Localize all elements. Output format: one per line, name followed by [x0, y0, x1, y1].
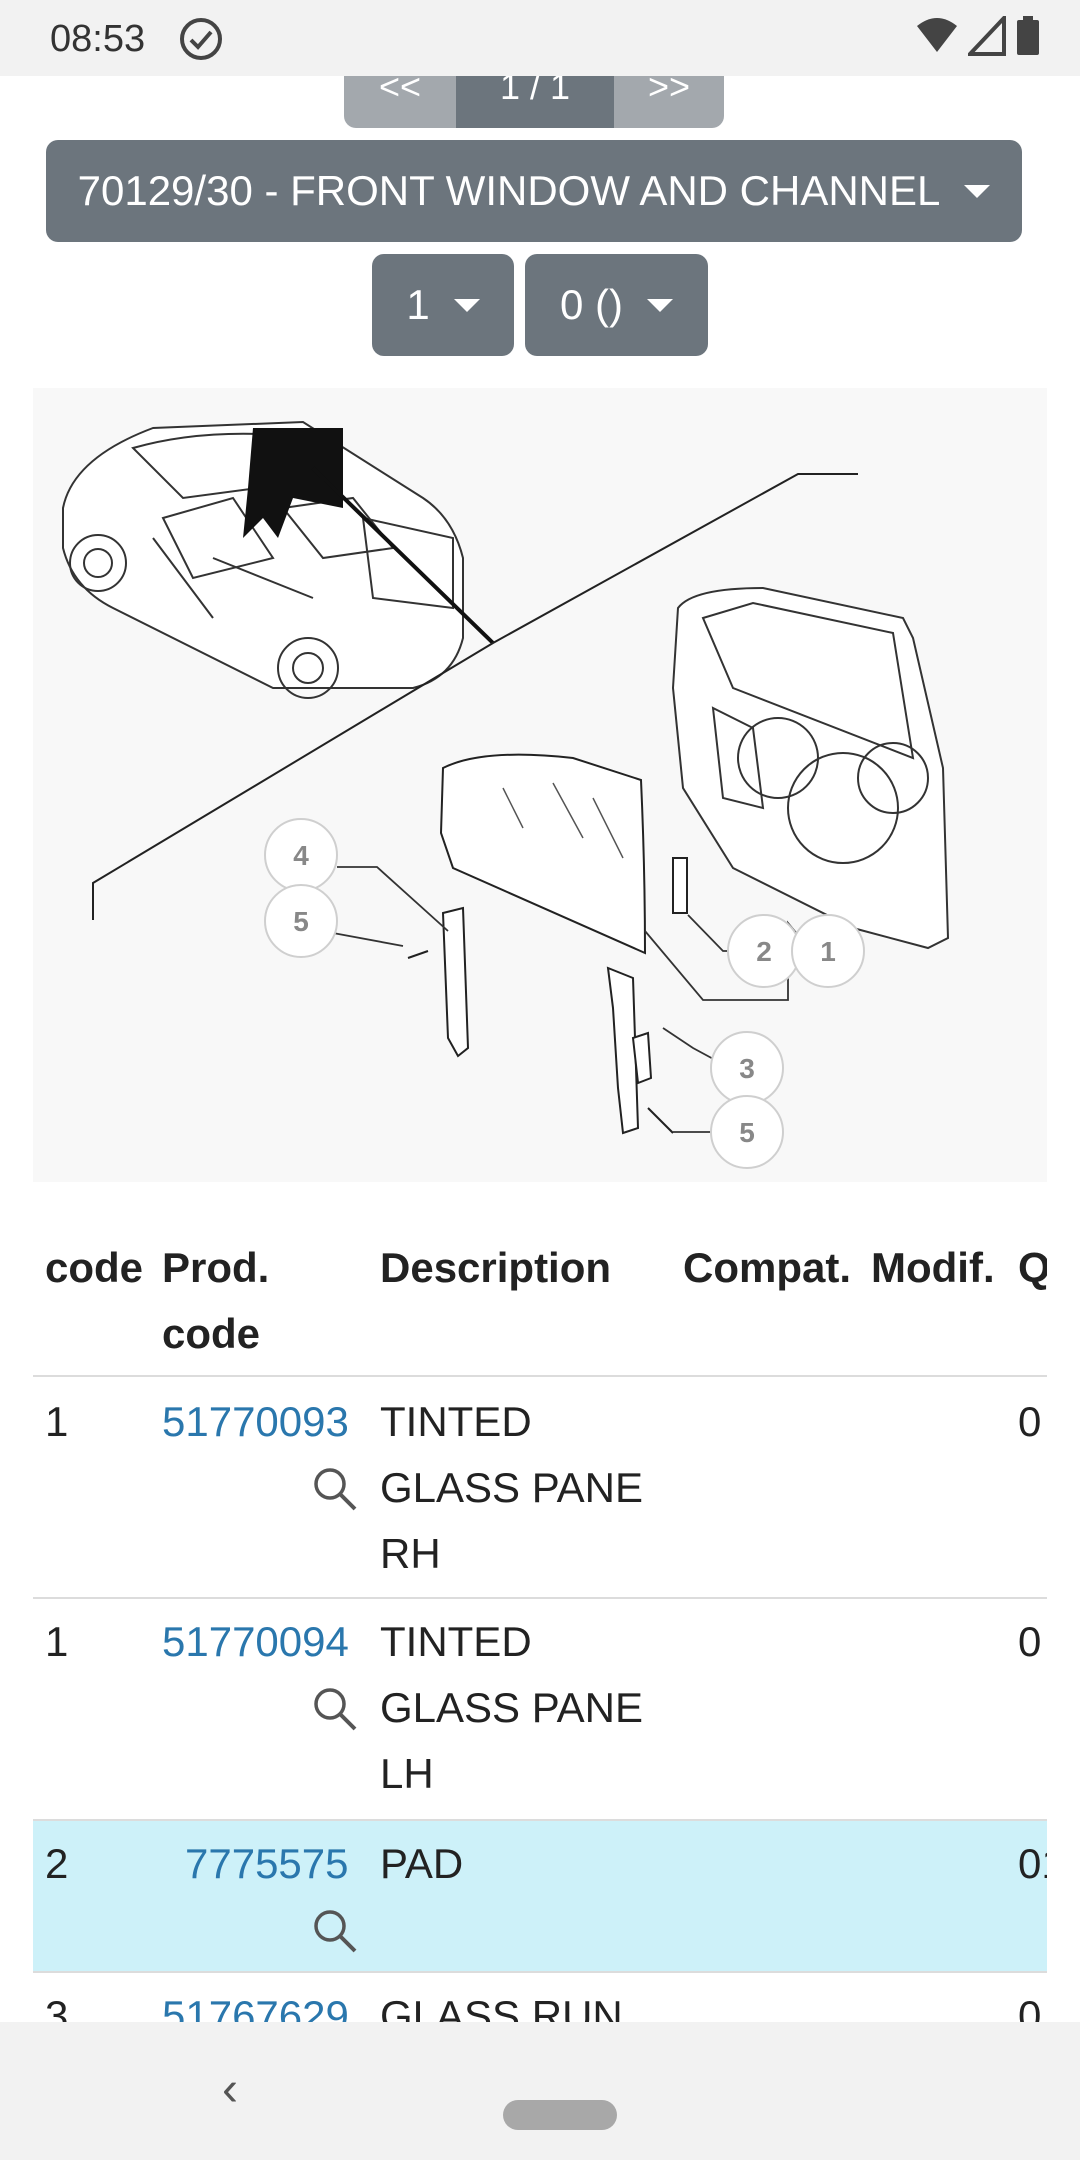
section-dropdown[interactable]: 70129/30 - FRONT WINDOW AND CHANNEL: [46, 140, 1022, 242]
prod-code-link[interactable]: 51767629: [162, 1992, 349, 2025]
section-dropdown-label: 70129/30 - FRONT WINDOW AND CHANNEL: [77, 167, 941, 214]
table-row[interactable]: 1 51770094 TINTED GLASS PANE LH 0: [33, 1597, 1047, 1817]
svg-text:5: 5: [293, 906, 309, 937]
svg-text:2: 2: [756, 936, 772, 967]
col-modif[interactable]: Modif.: [871, 1244, 995, 1291]
row-description: TINTED: [380, 1618, 532, 1665]
search-icon[interactable]: [311, 1907, 359, 1960]
back-chevron-icon[interactable]: ‹: [222, 2063, 238, 2116]
row-description: TINTED: [380, 1398, 532, 1445]
wifi-icon: [916, 16, 958, 61]
callout-5[interactable]: 5: [264, 884, 338, 958]
callout-3[interactable]: 3: [710, 1031, 784, 1105]
check-circle-icon: [178, 16, 224, 67]
svg-text:3: 3: [739, 1053, 755, 1084]
option-dropdown-label: 0 (): [560, 281, 623, 328]
row-code: 3: [45, 1992, 69, 2025]
svg-text:5: 5: [739, 1117, 755, 1148]
variant-dropdown-label: 1: [406, 281, 430, 328]
prod-code-link[interactable]: 51770093: [162, 1398, 349, 1445]
home-pill-button[interactable]: [503, 2100, 617, 2130]
door-panel-illustration: [671, 586, 950, 950]
table-row[interactable]: 3 51767629 GLASS RUN 0: [33, 1971, 1047, 2025]
status-time: 08:53: [50, 18, 146, 60]
table-header: code Prod. code Description Compat. Modi…: [33, 1225, 1047, 1377]
variant-dropdown[interactable]: 1: [372, 254, 514, 356]
glass-pane-illustration: [439, 753, 647, 955]
table-row-highlighted[interactable]: 2 7775575 PAD 01: [33, 1819, 1047, 1971]
callout-5[interactable]: 5: [710, 1095, 784, 1169]
row-description-line2: GLASS PANE: [380, 1464, 643, 1511]
chevron-down-icon: [964, 184, 991, 198]
row-qty: 0: [1018, 1398, 1042, 1445]
option-dropdown[interactable]: 0 (): [525, 254, 708, 356]
row-qty: 01: [1018, 1840, 1047, 1887]
table-row[interactable]: 1 51770093 TINTED GLASS PANE RH 0: [33, 1379, 1047, 1597]
callout-4[interactable]: 4: [264, 818, 338, 892]
row-qty: 0: [1018, 1618, 1042, 1665]
callout-1[interactable]: 1: [791, 914, 865, 988]
col-description[interactable]: Description: [380, 1244, 612, 1291]
cell-signal-icon: [965, 12, 1006, 61]
row-description-line2: GLASS PANE: [380, 1684, 643, 1731]
row-description: GLASS RUN: [380, 1992, 623, 2025]
chevron-down-icon: [647, 298, 673, 312]
system-nav-bar: ‹: [0, 2022, 1080, 2160]
col-prod-code-line2: code: [162, 1310, 261, 1357]
col-compat[interactable]: Compat.: [683, 1244, 851, 1291]
callout-2[interactable]: 2: [727, 914, 801, 988]
col-prod-code[interactable]: Prod.: [162, 1244, 270, 1291]
col-qty[interactable]: Q: [1018, 1244, 1047, 1291]
search-icon[interactable]: [311, 1685, 359, 1738]
parts-table: code Prod. code Description Compat. Modi…: [33, 1225, 1047, 2025]
status-bar: 08:53: [0, 0, 1080, 76]
svg-text:1: 1: [820, 936, 836, 967]
prod-code-link[interactable]: 7775575: [185, 1840, 349, 1887]
svg-text:4: 4: [293, 840, 309, 871]
battery-icon: [1016, 16, 1040, 61]
row-description-line3: RH: [380, 1530, 441, 1577]
prod-code-link[interactable]: 51770094: [162, 1618, 349, 1665]
row-description: PAD: [380, 1840, 464, 1887]
row-code: 1: [45, 1398, 69, 1445]
exploded-parts-diagram: 4 5 2 1 3 5: [33, 388, 1047, 1182]
row-code: 2: [45, 1840, 69, 1887]
search-icon[interactable]: [311, 1465, 359, 1518]
row-description-line3: LH: [380, 1750, 434, 1797]
row-code: 1: [45, 1618, 69, 1665]
chevron-down-icon: [453, 298, 480, 312]
col-code[interactable]: code: [45, 1244, 144, 1291]
row-qty: 0: [1018, 1992, 1042, 2025]
